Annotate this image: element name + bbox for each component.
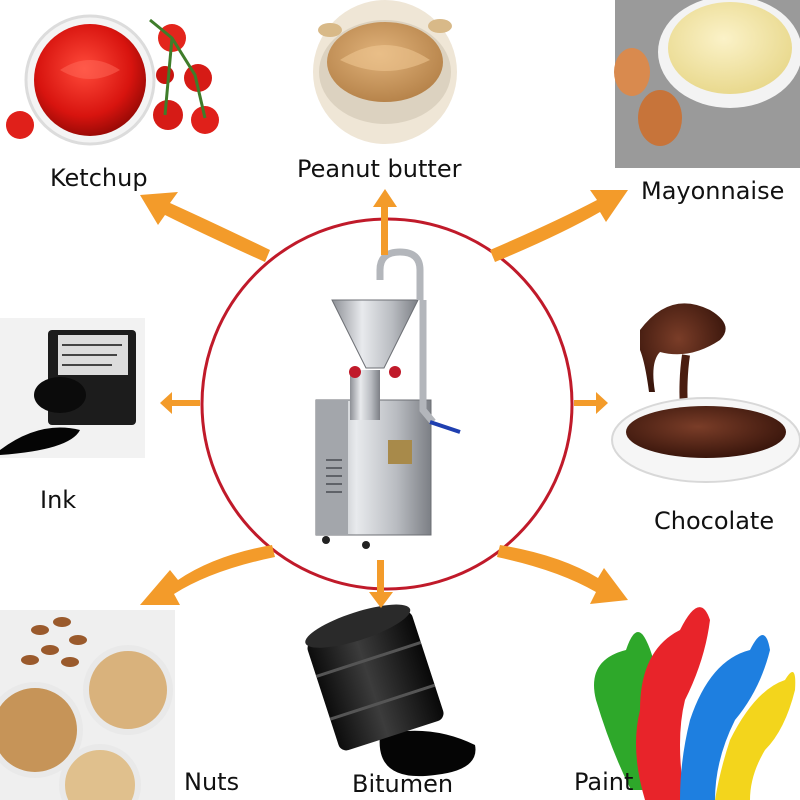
arrow-to-mayonnaise — [490, 190, 628, 262]
chocolate-image — [611, 303, 800, 483]
label-paint: Paint — [574, 768, 634, 796]
label-peanut-butter: Peanut butter — [297, 155, 462, 183]
arrow-to-peanut-butter — [373, 189, 397, 255]
peanut-butter-image — [313, 0, 457, 144]
label-nuts: Nuts — [184, 768, 240, 796]
arrow-to-paint — [497, 545, 628, 604]
ketchup-image — [6, 14, 219, 146]
label-mayonnaise: Mayonnaise — [641, 177, 785, 205]
paint-image — [594, 607, 796, 800]
bitumen-image — [305, 604, 476, 777]
arrow-to-bitumen — [369, 560, 393, 608]
label-ink: Ink — [40, 486, 77, 514]
mayonnaise-image — [614, 0, 800, 168]
arrow-to-ink — [160, 392, 200, 414]
ink-image — [0, 318, 145, 458]
nuts-image — [0, 610, 175, 800]
tomato-icon — [6, 18, 219, 139]
arrow-to-nuts — [140, 545, 275, 605]
label-bitumen: Bitumen — [352, 770, 454, 798]
arrow-to-ketchup — [140, 192, 270, 262]
label-chocolate: Chocolate — [654, 507, 775, 535]
label-ketchup: Ketchup — [50, 164, 148, 192]
colloid-mill-image — [315, 248, 461, 549]
arrow-to-chocolate — [574, 392, 608, 414]
